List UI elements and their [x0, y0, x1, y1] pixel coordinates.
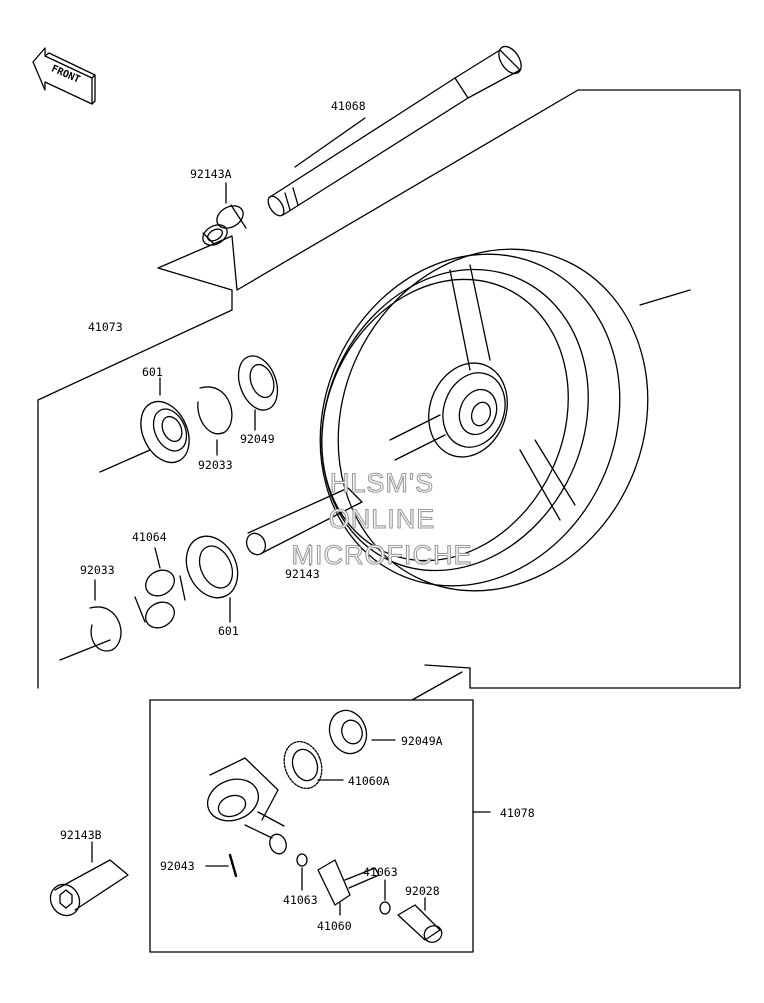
part-label-washer-left: 41063 — [283, 893, 318, 907]
washer-shape — [296, 853, 308, 867]
part-label-collar-b: 92143B — [60, 828, 102, 842]
part-label-circlip-upper: 92033 — [198, 458, 233, 472]
part-label-gear-housing: 41078 — [500, 806, 535, 820]
pin-shape — [228, 853, 238, 878]
collar-shape — [202, 182, 247, 246]
part-label-bushing: 92028 — [405, 884, 440, 898]
seal-shape — [237, 355, 279, 431]
hub-spacer-shape — [134, 547, 186, 629]
axle-shape — [267, 45, 522, 217]
wheel-assembly-outline — [37, 89, 741, 689]
washer-right-shape — [379, 901, 391, 915]
bushing-shape — [397, 897, 443, 943]
circlip-shape — [197, 386, 233, 435]
gear-shape — [283, 740, 344, 790]
part-label-pinion: 41060 — [317, 919, 352, 933]
bearing-shape — [99, 377, 190, 473]
wheel-rim — [319, 248, 691, 592]
front-arrow-icon — [32, 47, 96, 105]
part-label-circlip-lower: 92033 — [80, 563, 115, 577]
watermark-line-1: HLSM'S — [330, 468, 434, 498]
part-label-wheel-assy: 41073 — [88, 320, 123, 334]
part-label-pin: 92043 — [160, 859, 195, 873]
part-label-bearing-lower: 601 — [218, 624, 239, 638]
distance-collar-shape — [245, 487, 363, 566]
part-label-hub-spacer: 41064 — [132, 530, 167, 544]
part-label-bearing-upper: 601 — [142, 365, 163, 379]
part-label-distance-collar: 92143 — [285, 567, 320, 581]
part-label-gear-a: 41060A — [348, 774, 390, 788]
watermark-line-3: MICROFICHE — [292, 540, 473, 570]
seal-a-shape — [328, 709, 396, 755]
circlip-lower-shape — [89, 606, 122, 652]
part-label-collar-a: 92143A — [190, 167, 232, 181]
pinion-shape — [317, 859, 380, 916]
gear-housing-box — [149, 699, 474, 953]
watermark-line-2: ONLINE — [329, 504, 436, 534]
part-label-seal-upper: 92049 — [240, 432, 275, 446]
part-label-washer-right: 41063 — [363, 865, 398, 879]
bearing-lower-shape — [185, 535, 239, 623]
part-label-seal-a: 92049A — [401, 734, 443, 748]
collar-b-shape — [49, 841, 129, 917]
part-label-axle: 41068 — [331, 99, 366, 113]
gear-housing-shape — [206, 757, 287, 855]
